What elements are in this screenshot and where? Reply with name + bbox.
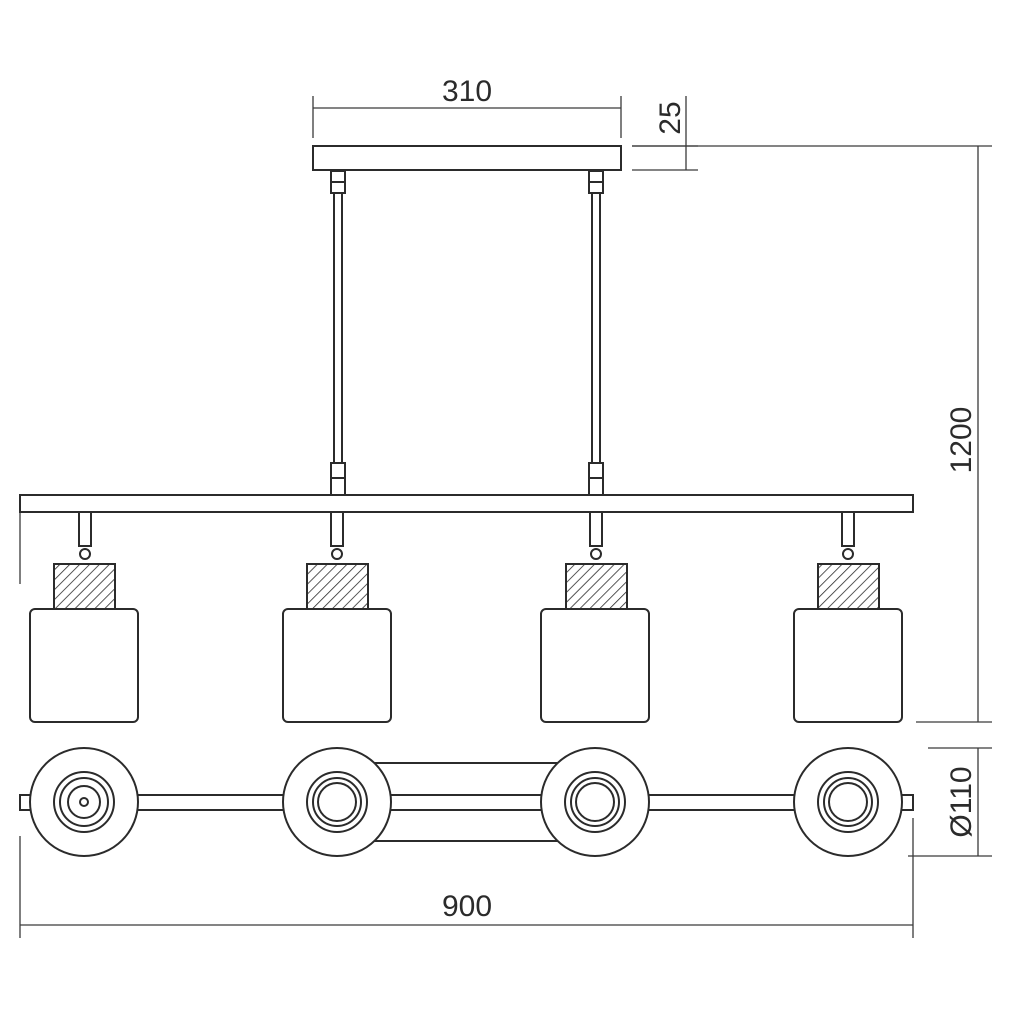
total-height-label: 1200: [945, 407, 978, 474]
total-length-label: 900: [442, 890, 492, 923]
top-view-shade-4: [793, 747, 903, 857]
top-view-shade-1: [29, 747, 139, 857]
dimension-total-height: 1200: [632, 145, 992, 723]
top-view-shade-3: [540, 747, 650, 857]
lamp-2: [282, 511, 392, 723]
top-view-shade-2: [282, 747, 392, 857]
dimension-shade-diameter: Ø110: [908, 747, 992, 857]
dimension-total-length: 900: [19, 818, 914, 938]
dimension-canopy-width: 310: [312, 75, 622, 138]
suspension-rod-right: [588, 170, 604, 496]
lamp-1: [29, 511, 139, 723]
canopy-height-label: 25: [654, 101, 687, 134]
shade-diameter-label: Ø110: [945, 766, 978, 837]
top-view: [19, 747, 914, 857]
top-view-bar: [19, 794, 914, 811]
ceiling-canopy: [312, 145, 622, 171]
suspension-rod-left: [330, 170, 346, 496]
lamp-3: [540, 511, 650, 723]
main-bar: [19, 494, 914, 513]
canopy-width-label: 310: [442, 75, 492, 108]
dimension-canopy-height: 25: [632, 96, 698, 171]
lamp-4: [793, 511, 903, 723]
